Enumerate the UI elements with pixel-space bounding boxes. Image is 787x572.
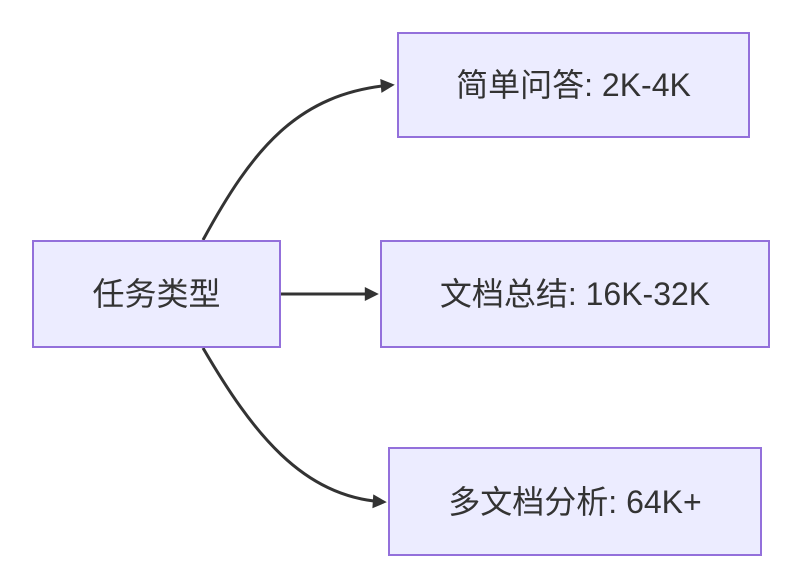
node-simple-qa: 简单问答: 2K-4K [397,32,750,138]
node-simple-qa-label: 简单问答: 2K-4K [456,67,691,103]
edge-to-multi-doc-analysis [201,347,387,509]
node-task-type-label: 任务类型 [92,276,221,312]
node-task-type: 任务类型 [32,240,281,348]
edge-to-simple-qa [201,78,395,241]
node-doc-summary-label: 文档总结: 16K-32K [439,276,711,312]
node-multi-doc-analysis: 多文档分析: 64K+ [388,447,762,556]
node-multi-doc-analysis-label: 多文档分析: 64K+ [448,483,702,520]
node-doc-summary: 文档总结: 16K-32K [380,240,770,348]
